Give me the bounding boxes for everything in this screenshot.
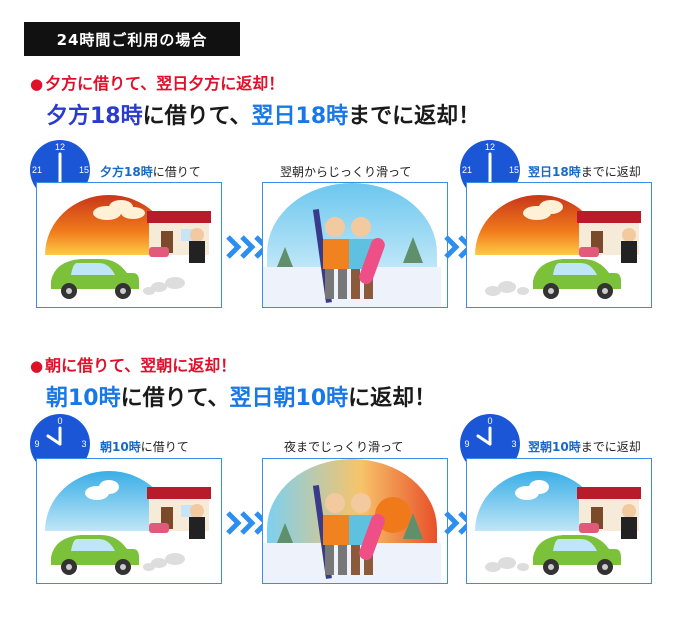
panel-label: 夕方18時に借りて bbox=[100, 165, 201, 179]
svg-text:3: 3 bbox=[81, 439, 86, 449]
svg-text:12: 12 bbox=[55, 142, 65, 152]
panel-label: 翌朝からじっくり滑って bbox=[280, 165, 412, 179]
section2-heading: ●朝に借りて、翌朝に返却！ bbox=[30, 356, 237, 375]
svg-text:21: 21 bbox=[32, 165, 42, 175]
scene-ski-day bbox=[262, 182, 448, 308]
section1-heading: ●夕方に借りて、翌日夕方に返却！ bbox=[30, 74, 285, 93]
panel-label: 朝10時に借りて bbox=[100, 440, 189, 454]
svg-text:15: 15 bbox=[79, 165, 89, 175]
section1-subheading: 夕方18時に借りて、翌日18時までに返却！ bbox=[46, 104, 481, 129]
car-icon bbox=[533, 259, 621, 299]
scene-evening-return bbox=[466, 182, 652, 308]
panel-label: 翌朝10時までに返却 bbox=[528, 440, 641, 454]
skier-icon bbox=[312, 485, 385, 579]
svg-text:0: 0 bbox=[487, 416, 492, 426]
svg-text:0: 0 bbox=[57, 416, 62, 426]
svg-text:9: 9 bbox=[464, 439, 469, 449]
svg-text:21: 21 bbox=[462, 165, 472, 175]
header-tag: 24時間ご利用の場合 bbox=[24, 22, 240, 56]
svg-text:15: 15 bbox=[509, 165, 519, 175]
scene-ski-evening bbox=[262, 458, 448, 584]
svg-text:12: 12 bbox=[485, 142, 495, 152]
panel-label: 夜までじっくり滑って bbox=[284, 440, 404, 454]
scene-morning-return bbox=[466, 458, 652, 584]
skier-icon bbox=[312, 209, 385, 303]
car-icon bbox=[51, 259, 139, 299]
panel-label: 翌日18時までに返却 bbox=[528, 165, 641, 179]
car-icon bbox=[533, 535, 621, 575]
scene-evening-rent bbox=[36, 182, 222, 308]
svg-text:9: 9 bbox=[34, 439, 39, 449]
svg-text:3: 3 bbox=[511, 439, 516, 449]
scene-morning-rent bbox=[36, 458, 222, 584]
section2-subheading: 朝10時に借りて、翌日朝10時に返却！ bbox=[46, 386, 437, 411]
car-icon bbox=[51, 535, 139, 575]
